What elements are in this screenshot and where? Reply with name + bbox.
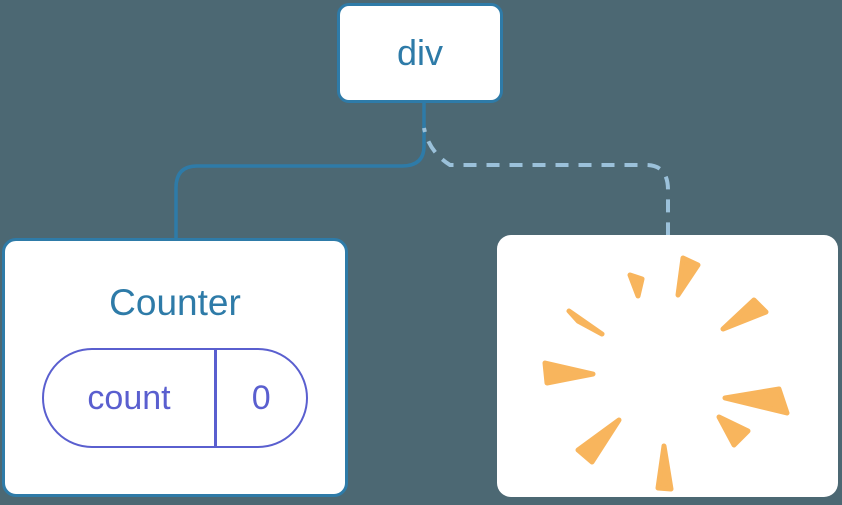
tree-node-div: div: [337, 3, 503, 103]
poof-burst-icon: [542, 255, 790, 492]
tree-node-div-label: div: [396, 32, 444, 73]
tree-node-removed: [497, 235, 838, 497]
counter-node-title: Counter: [109, 282, 241, 323]
dashed-branch-line: [422, 127, 670, 235]
solid-branch-line: [174, 101, 426, 240]
state-pill: count 0: [42, 348, 308, 449]
tree-node-counter: Counter count 0: [2, 238, 348, 497]
state-key: count: [87, 378, 171, 417]
state-pill-divider: [214, 350, 217, 447]
state-value: 0: [251, 378, 271, 417]
